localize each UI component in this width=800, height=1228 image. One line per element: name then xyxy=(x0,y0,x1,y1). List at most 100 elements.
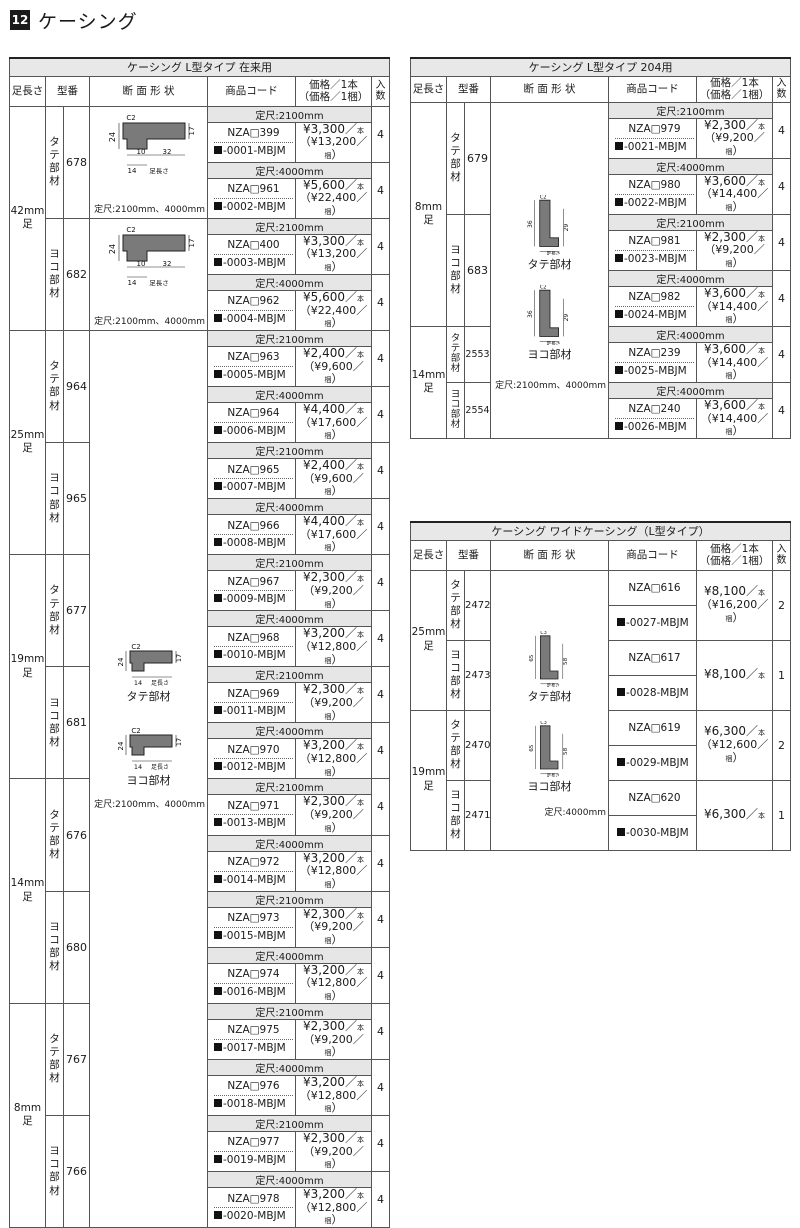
product-code-main: NZA□975 xyxy=(214,1025,293,1040)
leg-length-char: 25mm xyxy=(10,428,45,441)
price-value: ¥2,300 xyxy=(302,794,345,809)
pack-value: ¥9,200 xyxy=(314,1032,353,1046)
standard-length: 定尺:4000mm xyxy=(207,385,372,403)
member-type-char: テ xyxy=(49,1046,60,1059)
dimension-label: 足長さ xyxy=(150,764,168,771)
member-type-char: 部 xyxy=(49,274,60,287)
header-price-line1: 価格／1本 xyxy=(710,542,759,555)
figure-label: ヨコ部材 xyxy=(527,347,572,361)
leg-length-char: 足 xyxy=(22,891,33,904)
product-code-main: NZA□966 xyxy=(214,521,293,536)
table-row: NZA□966-0008-MBJM¥4,400／本（¥17,600／梱） xyxy=(10,514,390,556)
member-type-char: 材 xyxy=(450,419,461,431)
header-price: 価格／1本（価格／1梱） xyxy=(696,75,773,103)
header-qty-label: 入数 xyxy=(375,80,386,102)
member-type-char: 材 xyxy=(49,848,60,861)
price-per-pack: （¥9,600／梱） xyxy=(303,359,364,386)
product-code-suffix-cell: -0027-MBJM xyxy=(608,604,697,641)
member-type-char: 部 xyxy=(450,158,461,171)
member-type-char: 材 xyxy=(49,399,60,412)
price-per-pack: （¥9,200／梱） xyxy=(704,131,765,157)
dimension-label: C2 xyxy=(126,226,135,234)
color-square-icon xyxy=(214,594,222,603)
member-type-char: 材 xyxy=(49,960,60,973)
member-type: タテ部材 xyxy=(45,1002,64,1116)
table-row: NZA□971-0013-MBJM¥2,300／本（¥9,200／梱） xyxy=(10,794,390,836)
product-code: NZA□980-0022-MBJM xyxy=(608,173,697,215)
header-price-line2: （価格／1梱） xyxy=(699,555,770,567)
product-code: NZA□976-0018-MBJM xyxy=(207,1074,296,1116)
price-per-pack: （¥16,200／梱） xyxy=(700,598,769,624)
standard-length: 定尺:2100mm xyxy=(207,1002,372,1020)
price-per-pack: （¥13,200／梱） xyxy=(299,135,368,161)
price-value: ¥3,200 xyxy=(302,738,345,753)
price-cell: ¥2,400／本（¥9,600／梱） xyxy=(295,457,372,500)
table-row: NZA□965-0007-MBJM¥2,400／本（¥9,600／梱） xyxy=(10,457,390,500)
price-per-piece: ¥5,600／本 xyxy=(302,177,364,192)
member-type: ヨコ部材 xyxy=(446,213,465,327)
product-code-suffix: -0011-MBJM xyxy=(223,705,286,718)
color-square-icon xyxy=(214,762,222,771)
pack-unit: 梱 xyxy=(725,372,733,381)
price-per-piece: ¥3,200／本 xyxy=(302,626,364,641)
product-code: NZA□978-0020-MBJM xyxy=(207,1186,296,1228)
model-number: 2554 xyxy=(464,381,491,439)
product-code-main: NZA□240 xyxy=(615,404,694,419)
price-cell: ¥4,400／本（¥17,600／梱） xyxy=(295,401,372,443)
product-code-main: NZA□973 xyxy=(214,913,293,928)
member-type: ヨコ部材 xyxy=(45,1114,64,1228)
color-square-icon xyxy=(214,930,222,939)
leg-length-char: 14mm xyxy=(411,368,446,381)
price-per-piece: ¥3,600／本 xyxy=(703,173,765,188)
member-type-char: ヨ xyxy=(49,696,60,709)
product-code-main: NZA□981 xyxy=(615,236,694,251)
product-code-main: NZA□970 xyxy=(214,745,293,760)
product-code-suffix-cell: -0030-MBJM xyxy=(608,814,697,851)
product-code-suffix: -0008-MBJM xyxy=(223,537,286,550)
price-value: ¥3,200 xyxy=(302,962,345,977)
pack-unit: 梱 xyxy=(324,1217,332,1226)
dimension-label: 足長さ xyxy=(149,167,169,175)
price-unit: 本 xyxy=(357,182,364,191)
product-code-suffix: -0012-MBJM xyxy=(223,761,286,774)
price-per-pack: （¥12,800／梱） xyxy=(299,640,368,666)
price-unit: 本 xyxy=(357,687,364,696)
leg-length-char: 足 xyxy=(22,218,33,231)
header-qty: 入数 xyxy=(771,75,792,103)
dimension-label: 29 xyxy=(563,223,570,231)
price-per-piece: ¥8,100／本 xyxy=(703,584,765,599)
product-code-suffix: -0021-MBJM xyxy=(624,140,687,153)
price-cell: ¥3,200／本（¥12,800／梱） xyxy=(295,1074,372,1116)
product-code: NZA□972-0014-MBJM xyxy=(207,850,296,892)
page-title: 12 ケーシング xyxy=(10,8,138,33)
quantity: 4 xyxy=(771,381,792,439)
color-square-icon xyxy=(214,874,222,883)
leg-length-char: 足 xyxy=(423,640,434,652)
pack-unit: 梱 xyxy=(324,1049,332,1058)
product-code: NZA□399-0001-MBJM xyxy=(207,121,296,163)
product-code-suffix: -0010-MBJM xyxy=(223,649,286,662)
pack-value: ¥22,400 xyxy=(310,191,357,205)
table-row: NZA□240-0026-MBJM¥3,600／本（¥14,400／梱） xyxy=(411,397,791,439)
member-type-char: テ xyxy=(450,144,461,157)
member-type-char: コ xyxy=(49,485,60,498)
member-type-char: テ xyxy=(49,597,60,610)
quantity: 4 xyxy=(771,269,792,327)
product-code: NZA□979-0021-MBJM xyxy=(608,117,697,159)
pack-value: ¥13,200 xyxy=(310,247,357,261)
product-code-main: NZA□972 xyxy=(214,857,293,872)
standard-length: 定尺:4000mm xyxy=(608,325,773,343)
pack-value: ¥16,200 xyxy=(711,598,758,612)
price-cell: ¥3,200／本（¥12,800／梱） xyxy=(295,1186,372,1228)
member-type-char: ヨ xyxy=(49,472,60,485)
product-code: NZA□982-0024-MBJM xyxy=(608,285,697,327)
